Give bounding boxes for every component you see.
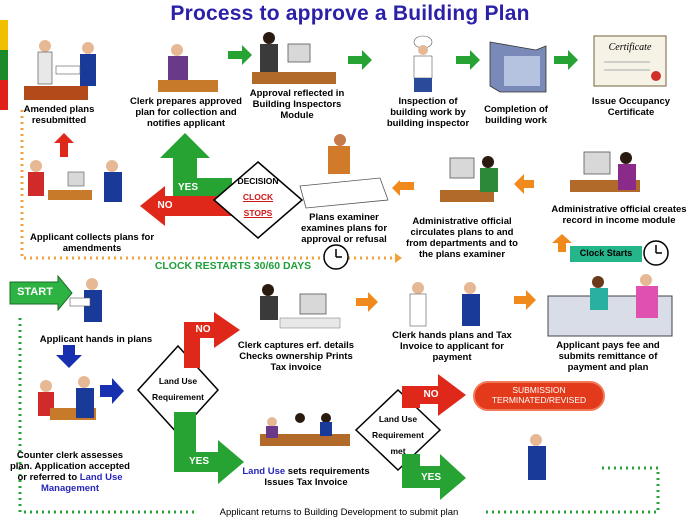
- label-completion: Completion of building work: [484, 104, 548, 126]
- decision-diamond: [212, 161, 304, 239]
- arrow-hands-to-pays: [514, 290, 536, 310]
- figure-computer-desk: [252, 32, 336, 84]
- label-returns: Applicant returns to Building Developmen…: [196, 507, 482, 518]
- building-icon: [489, 41, 547, 93]
- arrow-inspection-to-completion: [456, 50, 480, 70]
- label-approval-reflected: Approval reflected in Building Inspector…: [249, 88, 345, 121]
- left-strip-green: [0, 50, 8, 80]
- label-hands-in: Applicant hands in plans: [39, 334, 153, 345]
- label-counter-clerk: Counter clerk assesses plan. Application…: [8, 450, 132, 494]
- requirement-met-yes-arrow: [402, 454, 466, 500]
- req-met-l1: Land Use: [378, 414, 418, 424]
- decision-no-label: NO: [157, 200, 173, 211]
- label-submission-terminated: SUBMISSION TERMINATED/REVISED: [491, 385, 587, 405]
- arrow-clerk-to-approval: [228, 45, 252, 65]
- figure-clerk-hands: [409, 282, 480, 327]
- label-applicant-pays: Applicant pays fee and submits remittanc…: [556, 340, 660, 373]
- arrow-up-to-amended: [54, 133, 74, 157]
- label-occupancy: Issue Occupancy Certificate: [591, 96, 671, 118]
- land-use-diamond-l2: Requirement: [152, 392, 204, 402]
- label-admin-creates: Administrative official creates record i…: [551, 204, 687, 226]
- figure-clerk-phone: [158, 44, 218, 92]
- decision-stops: STOPS: [243, 208, 273, 218]
- arrow-down-to-counter: [56, 345, 82, 368]
- arrow-admin-to-examiner: [392, 180, 414, 196]
- figure-applicant-returns: [528, 434, 546, 480]
- land-use-yes-arrow: [174, 412, 244, 484]
- requirement-met-no-arrow: [402, 374, 466, 416]
- label-clerk-captures: Clerk captures erf. details Checks owner…: [237, 340, 355, 373]
- land-use-diamond-l1: Land Use: [158, 376, 198, 386]
- start-arrow[interactable]: [9, 274, 73, 312]
- left-strip-yellow: [0, 20, 8, 50]
- land-use-no-arrow: [184, 312, 240, 368]
- label-issues-tax: Issues Tax Invoice: [264, 477, 348, 488]
- loop-orange-dotted-line: [20, 110, 395, 260]
- requirement-met-diamond: [354, 388, 442, 472]
- req-met-no-label: NO: [423, 389, 439, 400]
- label-clerk-hands: Clerk hands plans and Tax Invoice to app…: [392, 330, 512, 363]
- loop-green-dotted-line: [18, 318, 660, 514]
- label-clerk-prepares: Clerk prepares approved plan for collect…: [130, 96, 242, 129]
- arrow-captures-to-hands: [356, 292, 378, 312]
- decision-yes-arrow: [160, 133, 232, 200]
- clock-starts-badge: [570, 246, 642, 262]
- land-use-no-label: NO: [195, 324, 211, 335]
- req-met-l2: Requirement: [372, 430, 424, 440]
- label-plans-examiner: Plans examiner examines plans for approv…: [300, 212, 388, 245]
- page-title: Process to approve a Building Plan: [170, 2, 530, 25]
- figure-admin-circulates: [440, 156, 498, 202]
- label-inspection: Inspection of building work by building …: [386, 96, 470, 129]
- clock-icon-start: [643, 240, 669, 266]
- land-use-sets-link[interactable]: Land Use: [242, 466, 286, 477]
- decision-no-arrow: [140, 186, 232, 226]
- label-clock-starts: Clock Starts: [579, 248, 633, 258]
- arrow-counter-to-landuse: [100, 378, 124, 404]
- label-amended: Amended plans resubmitted: [23, 104, 95, 126]
- land-use-management-link[interactable]: Land Use Management: [40, 472, 123, 494]
- figure-applicant-collects: [28, 160, 122, 202]
- figure-applicant-pays: [547, 274, 673, 337]
- arrow-completion-to-occupancy: [554, 50, 578, 70]
- figure-clerk-captures: [260, 284, 341, 329]
- certificate-word: Certificate: [608, 42, 652, 53]
- figure-land-use-meeting: [260, 413, 350, 446]
- figure-admin-record: [570, 151, 640, 192]
- figure-applicant-hands-in: [69, 278, 102, 322]
- land-use-yes-label: YES: [188, 456, 209, 467]
- start-label[interactable]: START: [17, 286, 53, 298]
- decision-title: DECISION: [237, 176, 279, 186]
- figure-inspector: [413, 35, 433, 92]
- decision-clock: CLOCK: [242, 192, 274, 202]
- clock-icon-restart: [323, 244, 349, 270]
- arrow-record-to-admin: [514, 174, 534, 194]
- land-use-sets-text: sets requirements: [285, 466, 370, 477]
- label-admin-circulates: Administrative official circulates plans…: [406, 216, 518, 260]
- req-met-l3: met: [390, 446, 406, 456]
- arrow-approval-to-inspection: [348, 50, 372, 70]
- loop-orange-arrowhead: [395, 253, 402, 263]
- figure-plans-examiner: [299, 134, 389, 209]
- counter-clerk-text: Counter clerk assesses plan. Application…: [9, 450, 130, 483]
- figure-amended-plans: [24, 40, 96, 100]
- label-clock-restarts: CLOCK RESTARTS 30/60 DAYS: [154, 260, 312, 272]
- certificate-icon: [593, 35, 667, 87]
- arrow-up-clock-starts: [552, 234, 572, 252]
- label-land-use-sets: Land Use sets requirements: [236, 466, 376, 477]
- left-strip-red: [0, 80, 8, 110]
- decision-yes-label: YES: [177, 182, 198, 193]
- req-met-yes-label: YES: [420, 472, 441, 483]
- label-applicant-collects: Applicant collects plans for amendments: [29, 232, 155, 254]
- submission-terminated-pill: [473, 381, 605, 411]
- figure-counter-clerk: [38, 376, 96, 420]
